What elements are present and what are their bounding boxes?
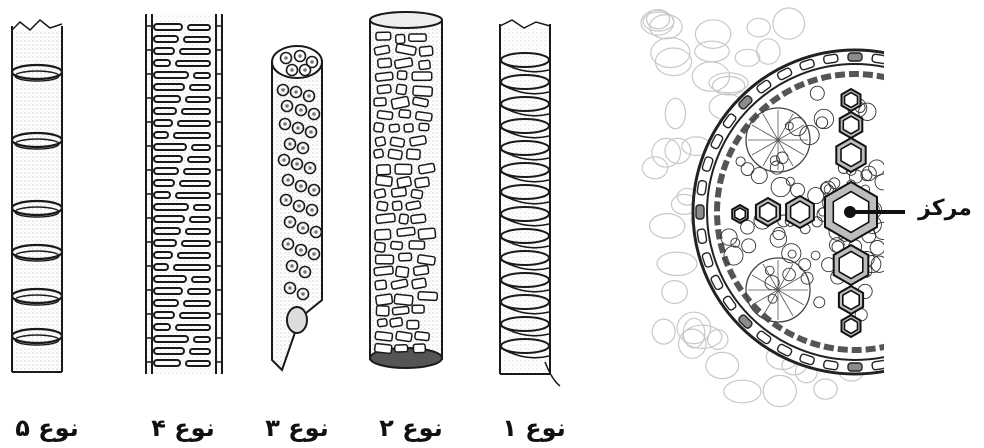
caption-type2: نوع ۲ (366, 414, 456, 442)
caption-type1: نوع ۱ (489, 414, 579, 442)
vessel-type1-spiral (500, 20, 560, 386)
vessel-type4-reticulate (146, 14, 222, 374)
caption-type3: نوع ۳ (252, 414, 342, 442)
vessel-type2-mosaic (370, 12, 442, 368)
vessel-type3-pitted (272, 46, 322, 370)
center-label: مرکز (905, 196, 984, 221)
caption-type4: نوع ۴ (138, 414, 228, 442)
caption-type5: نوع ۵ (2, 414, 92, 442)
vessel-type5-annular (12, 20, 62, 372)
